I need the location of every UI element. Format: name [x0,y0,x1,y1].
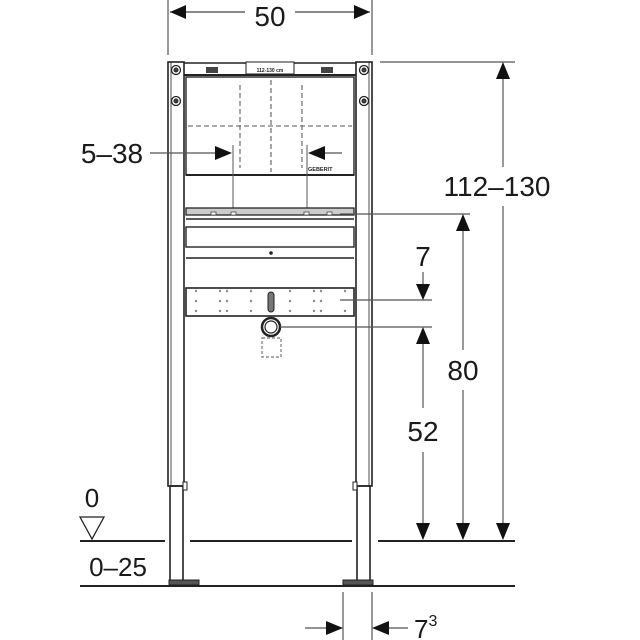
outlet-height-dimension: 52 [407,327,439,540]
level-triangle-icon [78,516,106,541]
arrow-down-icon [456,523,470,540]
floor-level-marker: 0 0–25 [78,483,147,582]
arrow-right-icon [215,146,232,160]
arrow-down-icon [416,284,430,300]
extension-lines [280,61,515,328]
arrow-left-icon [308,146,325,160]
offset-label: 7 [415,241,431,272]
arrow-up-icon [456,214,470,231]
arrow-down-icon [416,523,430,540]
mount-spacing-label: 5–38 [81,138,143,169]
frame [167,61,374,586]
floor-level-label: 0 [85,483,99,513]
outlet-height-label: 52 [407,416,438,447]
mount-spacing-dimension: 5–38 [81,138,342,169]
foot-depth-dimension: 73 [305,592,437,640]
width-label: 50 [254,1,285,32]
arrow-up-icon [416,327,430,344]
total-height-label: 112–130 [444,171,551,202]
floor-lines [80,540,515,587]
arrow-down-icon [496,523,510,540]
arrow-right-icon [326,621,343,635]
foot-depth-label: 73 [414,613,437,640]
total-height-dimension: 112–130 [444,62,551,540]
arrow-right-icon [354,5,370,19]
plate-label: 112-130 cm [257,68,284,74]
width-dimension: 50 [167,0,373,55]
brand-mark: GEBERIT [308,167,333,173]
arrow-up-icon [496,62,510,79]
arrow-left-icon [170,5,186,19]
rail-height-label: 80 [447,355,478,386]
arrow-left-icon [372,621,389,635]
offset-dimension: 7 [415,241,431,300]
rail-height-dimension: 80 [447,214,479,540]
floor-adjust-label: 0–25 [89,552,147,582]
